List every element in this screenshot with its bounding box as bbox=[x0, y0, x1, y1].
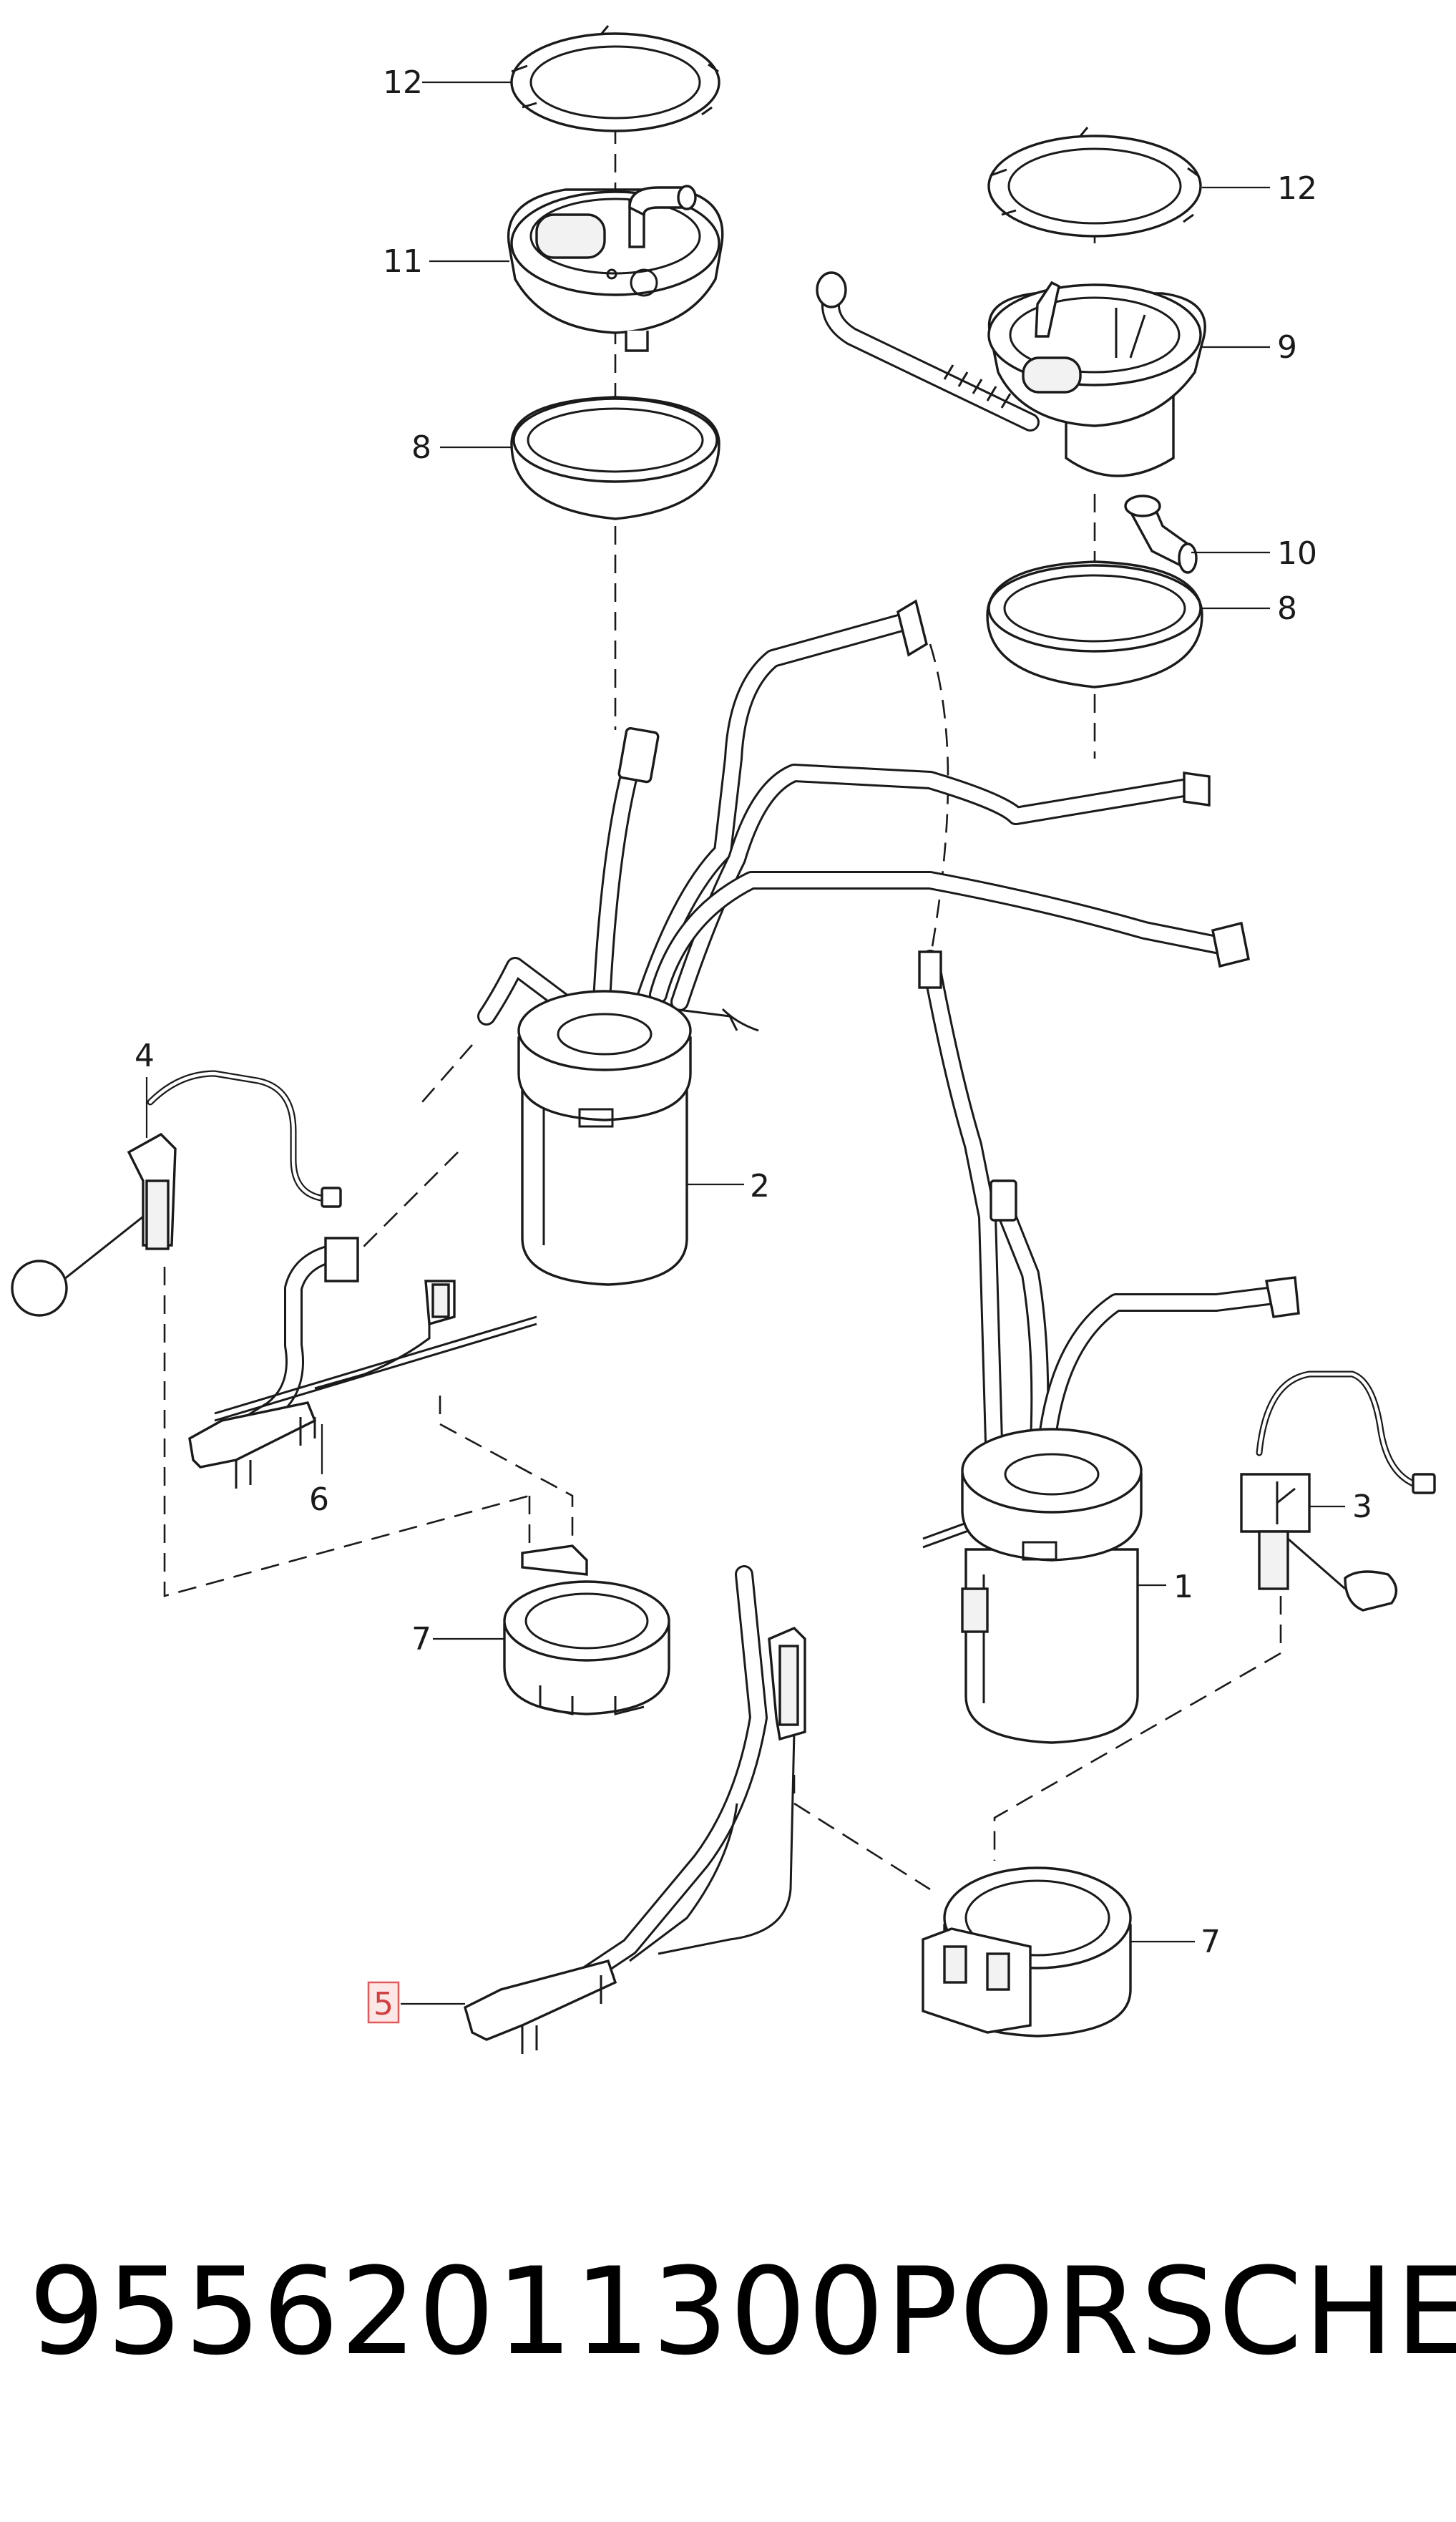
callout-8-right: 8 bbox=[1277, 590, 1297, 627]
callout-4: 4 bbox=[135, 1038, 155, 1074]
callout-9: 9 bbox=[1277, 329, 1297, 366]
callout-labels: 12 11 8 12 9 10 8 4 2 6 7 3 1 5 7 bbox=[135, 64, 1372, 2024]
part-7-lock-ring-left bbox=[503, 1544, 670, 1715]
callout-10: 10 bbox=[1277, 535, 1317, 572]
part-1-fuel-pump-right bbox=[918, 950, 1300, 1744]
callout-11: 11 bbox=[383, 243, 423, 280]
callout-7-left: 7 bbox=[411, 1621, 431, 1657]
callout-12-right: 12 bbox=[1277, 170, 1317, 207]
callout-3: 3 bbox=[1352, 1489, 1372, 1525]
part-9-flange-with-hose bbox=[816, 271, 1206, 477]
callout-5: 5 bbox=[373, 1986, 394, 2022]
callout-12-top: 12 bbox=[383, 64, 423, 101]
part-8-seal-ring-right bbox=[986, 560, 1203, 688]
part-7-lock-ring-right bbox=[922, 1866, 1132, 2037]
part-10-elbow-connector bbox=[1124, 495, 1198, 574]
callout-1: 1 bbox=[1173, 1569, 1193, 1605]
callout-5-highlight-box bbox=[367, 1981, 400, 2024]
part-2-fuel-pump-left bbox=[477, 599, 1250, 1286]
part-11-flange bbox=[507, 185, 724, 352]
callout-7-right: 7 bbox=[1201, 1924, 1221, 1960]
part-3-level-sender-right bbox=[1240, 1370, 1436, 1612]
footer: 95562011300 PORSCHE bbox=[29, 2233, 1456, 2390]
part-number: 95562011300 bbox=[29, 2241, 886, 2382]
callout-8-left: 8 bbox=[411, 429, 431, 466]
callout-leaders bbox=[145, 81, 1345, 2005]
part-6-wiring-harness-left bbox=[188, 1237, 537, 1489]
part-4-level-sender-left bbox=[11, 1070, 342, 1317]
callout-2: 2 bbox=[750, 1168, 770, 1204]
brand-name: PORSCHE bbox=[885, 2241, 1456, 2382]
part-12-seal-ring-right bbox=[987, 127, 1202, 238]
part-5-wiring-harness-right bbox=[463, 1565, 806, 2054]
part-12-seal-ring-top bbox=[510, 25, 720, 132]
callout-6: 6 bbox=[309, 1481, 329, 1518]
part-8-seal-ring-left bbox=[510, 396, 720, 520]
